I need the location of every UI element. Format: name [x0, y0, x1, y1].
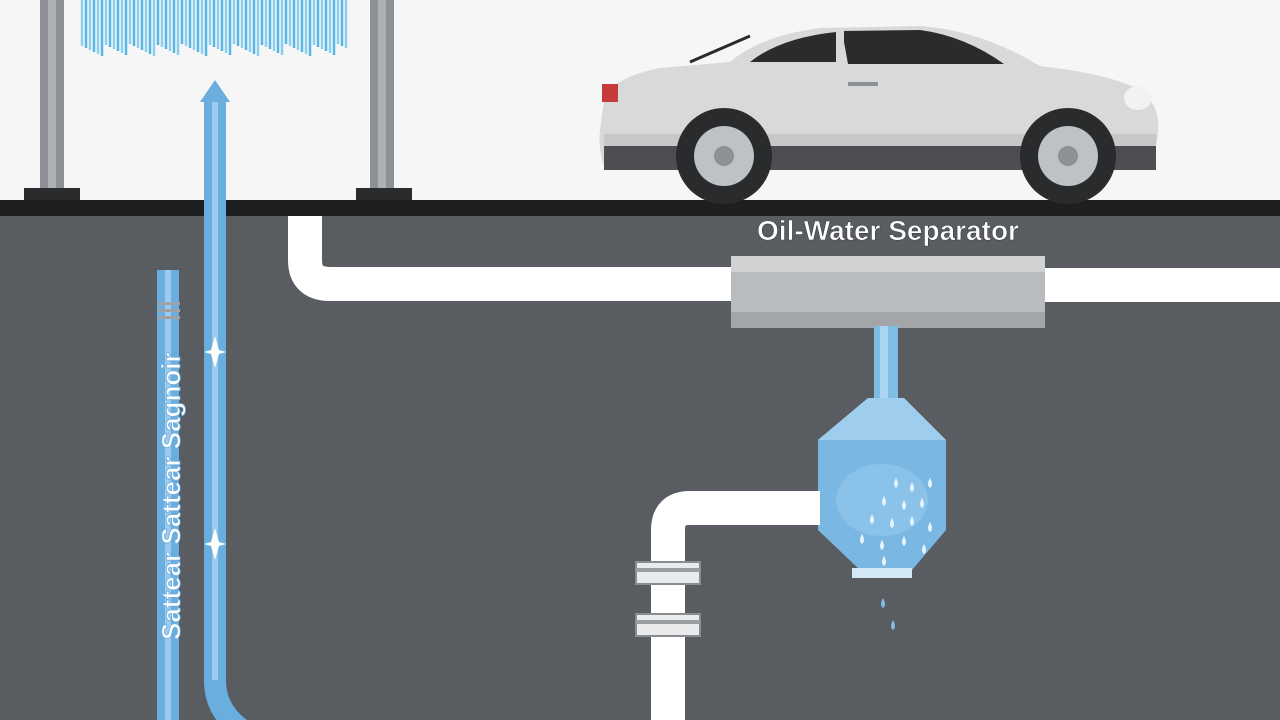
water-droplet	[928, 478, 932, 488]
drain-pipe	[288, 216, 1280, 302]
water-droplet	[882, 556, 886, 566]
car-rear-window	[750, 32, 836, 62]
recycle-water-pipes	[157, 80, 248, 720]
separator-outflow	[874, 326, 898, 398]
pipe-hatch-marks	[158, 302, 180, 319]
water-droplet	[870, 514, 874, 524]
car	[599, 26, 1159, 204]
car-headlight	[1124, 86, 1152, 110]
water-droplet	[894, 478, 898, 488]
outlet-pipe	[635, 491, 820, 720]
water-droplet	[910, 516, 914, 526]
ground-surface-line	[0, 200, 1280, 216]
water-droplet	[890, 518, 894, 528]
water-droplet	[880, 540, 884, 550]
car-front-window	[842, 30, 1004, 64]
flow-markers	[204, 336, 226, 560]
water-droplet	[922, 544, 926, 554]
water-droplet	[928, 522, 932, 532]
car-rear-wheel	[676, 108, 772, 204]
water-droplet	[902, 500, 906, 510]
water-spray-curtain	[80, 0, 348, 56]
vertical-pipe-label: Sattear Sattear Sagnoir	[156, 352, 186, 640]
water-droplet	[910, 482, 914, 492]
water-droplet	[860, 534, 864, 544]
car-taillight	[602, 84, 618, 102]
separator-tank	[731, 256, 1045, 328]
water-droplet	[902, 536, 906, 546]
dripping-water	[881, 598, 895, 630]
separator-label: Oil-Water Separator	[757, 215, 1019, 246]
water-filter-funnel	[818, 398, 946, 578]
water-droplet	[882, 496, 886, 506]
water-droplet	[920, 498, 924, 508]
car-front-wheel	[1020, 108, 1116, 204]
water-droplets	[860, 478, 932, 566]
